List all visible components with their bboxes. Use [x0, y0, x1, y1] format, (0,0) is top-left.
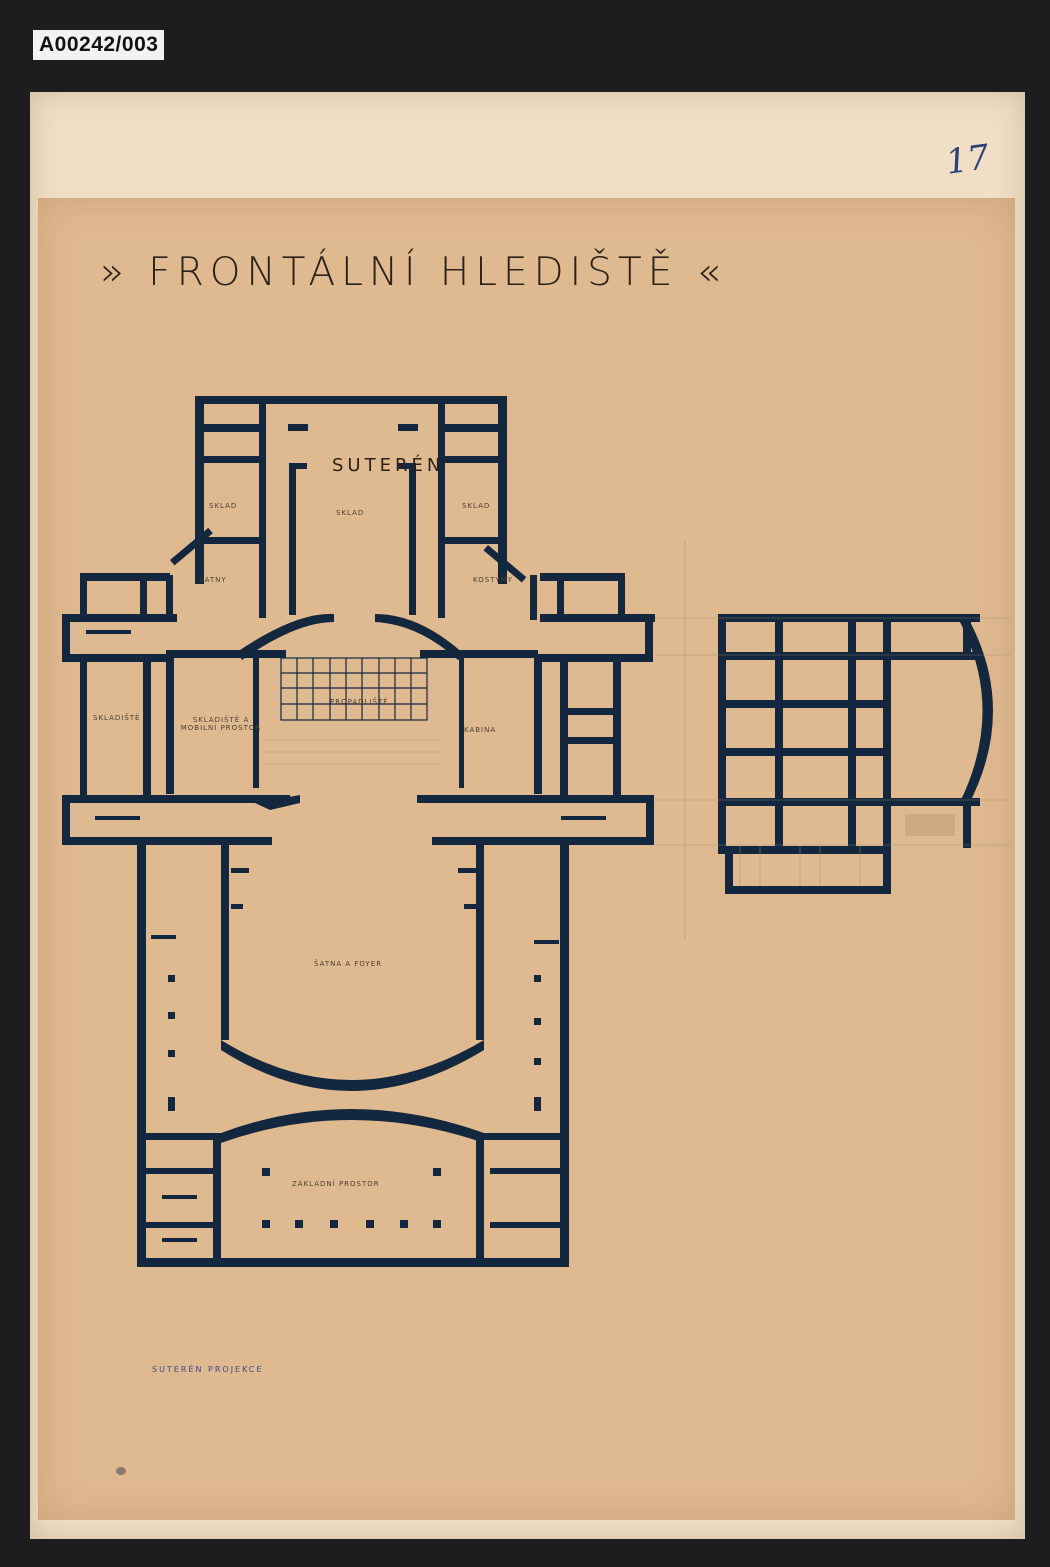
drawing-sheet: » FRONTÁLNÍ HLEDIŠTĚ « SUTERÉN SKLAD SKL…: [38, 198, 1015, 1520]
room-label-propadliste: PROPADLIŠTĚ: [330, 698, 389, 706]
room-label-kostymy: KOSTÝMY: [473, 576, 514, 584]
floor-plan-drawing: [62, 396, 1010, 1267]
room-label-kabina: KABINA: [464, 726, 497, 734]
room-label-zakladni-prostor: ZÁKLADNÍ PROSTOR: [292, 1180, 380, 1188]
room-label-satna-foyer: ŠATNA A FOYER: [314, 960, 383, 968]
room-label-skladiste-mobiliar: SKLADIŠTĚ A MOBILNÍ PROSTOR: [180, 716, 262, 732]
room-label-satna: ŠATNY: [199, 576, 227, 584]
room-label-sklad-center: SKLAD: [336, 509, 365, 517]
plan-label: SUTERÉN: [332, 455, 445, 476]
room-label-skladiste: SKLADIŠTĚ: [93, 714, 141, 722]
mount-paper: » FRONTÁLNÍ HLEDIŠTĚ « SUTERÉN SKLAD SKL…: [30, 92, 1025, 1539]
catalog-id-label: A00242/003: [33, 30, 165, 60]
room-label-sklad-left: SKLAD: [209, 502, 238, 510]
room-label-sklad-right: SKLAD: [462, 502, 491, 510]
drawing-title: » FRONTÁLNÍ HLEDIŠTĚ «: [100, 250, 727, 295]
plan-subcaption: SUTERÉN PROJEKCE: [152, 1365, 264, 1374]
page-number: 17: [943, 137, 992, 183]
paper-stain: [116, 1467, 126, 1475]
